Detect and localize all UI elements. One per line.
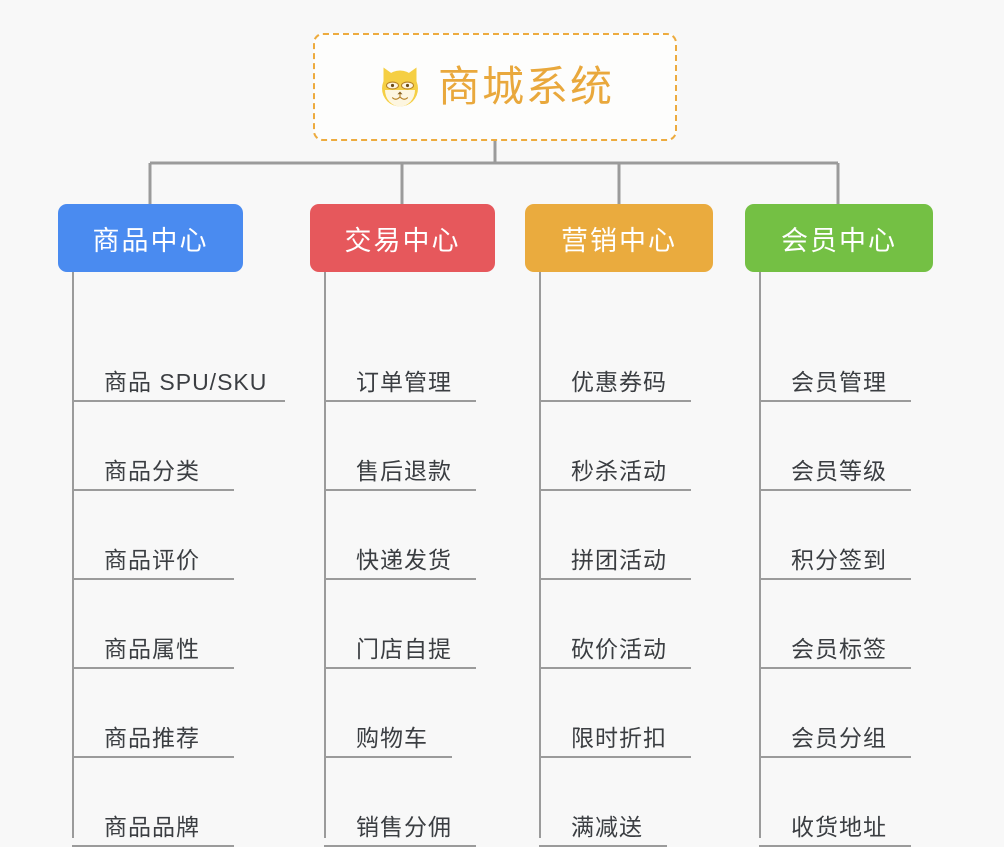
leaf-label: 会员等级 [791, 457, 887, 484]
leaf-label: 商品分类 [104, 457, 200, 484]
leaf-list-3: 会员管理 会员等级 积分签到 会员标签 会员分组 收货地址 [759, 313, 911, 847]
leaf-item[interactable]: 优惠券码 [539, 313, 691, 402]
leaf-item[interactable]: 商品推荐 [72, 669, 234, 758]
leaf-label: 门店自提 [356, 635, 452, 662]
branch-header-1[interactable]: 交易中心 [310, 204, 495, 272]
leaf-label: 商品 SPU/SKU [104, 368, 268, 395]
leaf-item[interactable]: 销售分佣 [324, 758, 476, 847]
leaf-label: 售后退款 [356, 457, 452, 484]
leaf-label: 购物车 [356, 724, 428, 751]
leaf-label: 限时折扣 [571, 724, 667, 751]
leaf-list-0: 商品 SPU/SKU 商品分类 商品评价 商品属性 商品推荐 商品品牌 [72, 313, 285, 847]
leaf-label: 积分签到 [791, 546, 887, 573]
branch-header-2[interactable]: 营销中心 [525, 204, 713, 272]
leaf-label: 优惠券码 [571, 368, 667, 395]
branch-商品中心: 商品中心 商品 SPU/SKU 商品分类 商品评价 商品属性 商品推荐 商品品牌 [58, 204, 285, 847]
leaf-item[interactable]: 满减送 [539, 758, 667, 847]
leaf-item[interactable]: 门店自提 [324, 580, 476, 669]
leaf-item[interactable]: 收货地址 [759, 758, 911, 847]
leaf-label: 会员管理 [791, 368, 887, 395]
leaf-label: 砍价活动 [571, 635, 667, 662]
leaf-label: 快递发货 [356, 546, 452, 573]
branch-label-3: 会员中心 [781, 225, 897, 256]
leaf-item[interactable]: 商品 SPU/SKU [72, 313, 285, 402]
leaf-label: 订单管理 [356, 368, 452, 395]
branch-营销中心: 营销中心 优惠券码 秒杀活动 拼团活动 砍价活动 限时折扣 满减送 [525, 204, 713, 847]
leaf-label: 销售分佣 [356, 813, 452, 840]
branch-交易中心: 交易中心 订单管理 售后退款 快递发货 门店自提 购物车 销售分佣 [310, 204, 495, 847]
root-node[interactable]: 商城系统 [313, 33, 677, 141]
branch-spine-0 [72, 272, 74, 838]
leaf-label: 商品推荐 [104, 724, 200, 751]
leaf-item[interactable]: 会员分组 [759, 669, 911, 758]
branch-label-1: 交易中心 [344, 225, 461, 256]
leaf-item[interactable]: 售后退款 [324, 402, 476, 491]
leaf-item[interactable]: 限时折扣 [539, 669, 691, 758]
leaf-item[interactable]: 秒杀活动 [539, 402, 691, 491]
leaf-label: 会员分组 [791, 724, 887, 751]
leaf-item[interactable]: 快递发货 [324, 491, 476, 580]
leaf-item[interactable]: 砍价活动 [539, 580, 691, 669]
leaf-item[interactable]: 拼团活动 [539, 491, 691, 580]
leaf-list-1: 订单管理 售后退款 快递发货 门店自提 购物车 销售分佣 [324, 313, 476, 847]
leaf-label: 商品评价 [104, 546, 200, 573]
leaf-list-2: 优惠券码 秒杀活动 拼团活动 砍价活动 限时折扣 满减送 [539, 313, 691, 847]
leaf-label: 收货地址 [791, 813, 887, 840]
branch-label-0: 商品中心 [92, 225, 209, 256]
leaf-item[interactable]: 积分签到 [759, 491, 911, 580]
leaf-item[interactable]: 商品分类 [72, 402, 234, 491]
leaf-item[interactable]: 订单管理 [324, 313, 476, 402]
leaf-label: 满减送 [571, 813, 643, 840]
leaf-item[interactable]: 商品评价 [72, 491, 234, 580]
leaf-item[interactable]: 会员标签 [759, 580, 911, 669]
leaf-label: 拼团活动 [571, 546, 667, 573]
branch-会员中心: 会员中心 会员管理 会员等级 积分签到 会员标签 会员分组 收货地址 [745, 204, 933, 847]
branch-spine-3 [759, 272, 761, 838]
shiba-dog-face-icon [376, 63, 424, 111]
leaf-label: 商品属性 [104, 635, 200, 662]
leaf-label: 商品品牌 [104, 813, 200, 840]
branch-spine-1 [324, 272, 326, 838]
root-title: 商城系统 [437, 63, 614, 110]
leaf-label: 会员标签 [791, 635, 887, 662]
leaf-item[interactable]: 商品属性 [72, 580, 234, 669]
branch-label-2: 营销中心 [561, 225, 677, 256]
branch-header-0[interactable]: 商品中心 [58, 204, 243, 272]
branch-header-3[interactable]: 会员中心 [745, 204, 933, 272]
leaf-item[interactable]: 商品品牌 [72, 758, 234, 847]
leaf-label: 秒杀活动 [571, 457, 667, 484]
leaf-item[interactable]: 购物车 [324, 669, 452, 758]
leaf-item[interactable]: 会员等级 [759, 402, 911, 491]
leaf-item[interactable]: 会员管理 [759, 313, 911, 402]
branch-spine-2 [539, 272, 541, 838]
